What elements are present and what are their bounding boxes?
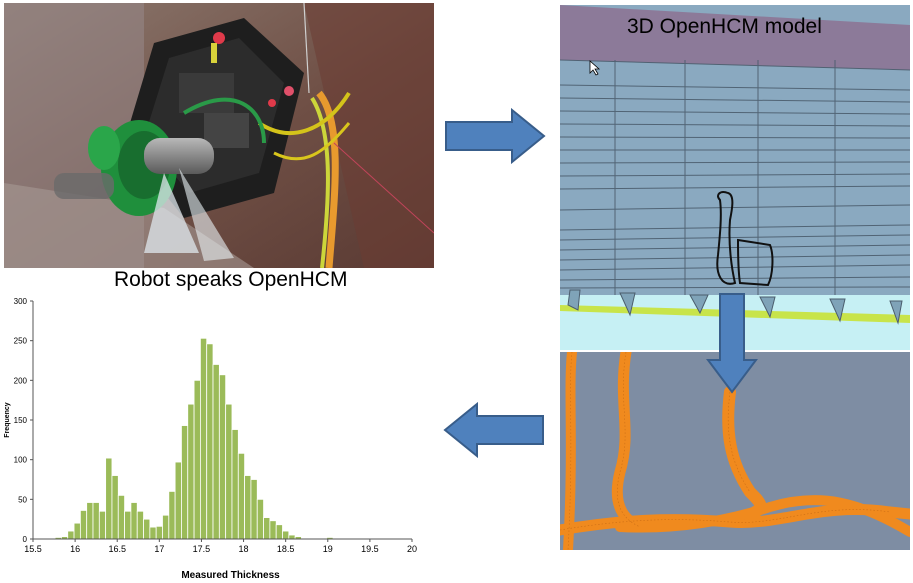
- histogram-bar: [124, 510, 132, 540]
- y-tick-label: 300: [14, 297, 28, 306]
- arrow-right: [445, 108, 546, 164]
- histogram-bar: [288, 534, 296, 540]
- histogram-bar: [149, 526, 157, 540]
- histogram-bar: [231, 429, 239, 540]
- model-caption: 3D OpenHCM model: [627, 15, 822, 38]
- histogram-bar: [263, 517, 271, 540]
- histogram-bar: [181, 425, 189, 540]
- histogram-bar: [136, 510, 144, 540]
- histogram-bar: [73, 522, 81, 540]
- histogram-bar: [225, 403, 233, 540]
- histogram-bar: [130, 502, 138, 540]
- x-tick-label: 20: [407, 544, 417, 554]
- x-tick-label: 19.5: [361, 544, 379, 554]
- y-tick-label: 150: [14, 416, 28, 425]
- x-tick-labels: 15.5 16 16.5 17 17.5 18 18.5 19 19.5 20: [24, 539, 417, 554]
- histogram-bar: [111, 475, 119, 540]
- hull-model-illustration: [560, 5, 910, 350]
- histogram-bar: [92, 502, 100, 540]
- histogram-bar: [212, 364, 220, 540]
- histogram-bar: [105, 457, 113, 540]
- histogram-bar: [174, 461, 182, 540]
- histogram-bar: [269, 520, 277, 540]
- x-axis-label: Measured Thickness: [181, 570, 280, 581]
- robot-caption: Robot speaks OpenHCM: [114, 268, 348, 291]
- y-tick-label: 200: [14, 376, 28, 385]
- histogram-bar: [199, 337, 208, 540]
- x-tick-label: 18.5: [277, 544, 295, 554]
- y-tick-label: 250: [14, 337, 28, 346]
- histogram-bar: [79, 510, 88, 540]
- histogram-bar: [155, 525, 163, 540]
- histogram-bar: [244, 475, 252, 540]
- x-tick-label: 19: [323, 544, 333, 554]
- arrow-down: [706, 293, 758, 394]
- histogram-bar: [86, 502, 94, 540]
- y-tick-label: 0: [23, 535, 28, 544]
- histogram-bar: [218, 374, 227, 540]
- x-tick-label: 17.5: [193, 544, 211, 554]
- x-tick-label: 18: [239, 544, 249, 554]
- x-tick-label: 15.5: [24, 544, 42, 554]
- histogram-bar: [187, 403, 195, 540]
- histogram-bar: [117, 494, 125, 540]
- histogram-bars: [54, 337, 334, 540]
- histogram-bar: [256, 498, 264, 540]
- robot-illustration: [4, 3, 434, 268]
- histogram-bar: [193, 379, 201, 540]
- y-tick-label: 100: [14, 456, 28, 465]
- x-tick-label: 16.5: [108, 544, 126, 554]
- y-axis-label: Frequency: [4, 402, 11, 438]
- x-tick-label: 16: [70, 544, 80, 554]
- histogram-bar: [282, 530, 290, 540]
- arrow-left: [443, 402, 544, 458]
- histogram-chart: 0 50 100 150 200 250 300 15.5 16 16.5 17 17.5 18 18.…: [4, 297, 417, 581]
- histogram-bar: [275, 524, 283, 540]
- y-tick-labels: 0 50 100 150 200 250 300: [14, 297, 33, 544]
- robot-photo: [4, 3, 434, 268]
- histogram-bar: [67, 530, 75, 540]
- histogram-bar: [143, 518, 151, 540]
- histogram-bar: [162, 514, 170, 540]
- histogram-bar: [206, 343, 214, 540]
- thickness-histogram: 0 50 100 150 200 250 300 15.5 16 16.5 17 17.5 18 18.…: [0, 285, 430, 583]
- histogram-bar: [168, 490, 176, 540]
- x-tick-label: 17: [154, 544, 164, 554]
- y-tick-label: 50: [18, 495, 27, 504]
- histogram-bar: [98, 510, 107, 540]
- histogram-bar: [237, 452, 246, 540]
- histogram-bar: [250, 479, 258, 540]
- model-view: [560, 5, 910, 350]
